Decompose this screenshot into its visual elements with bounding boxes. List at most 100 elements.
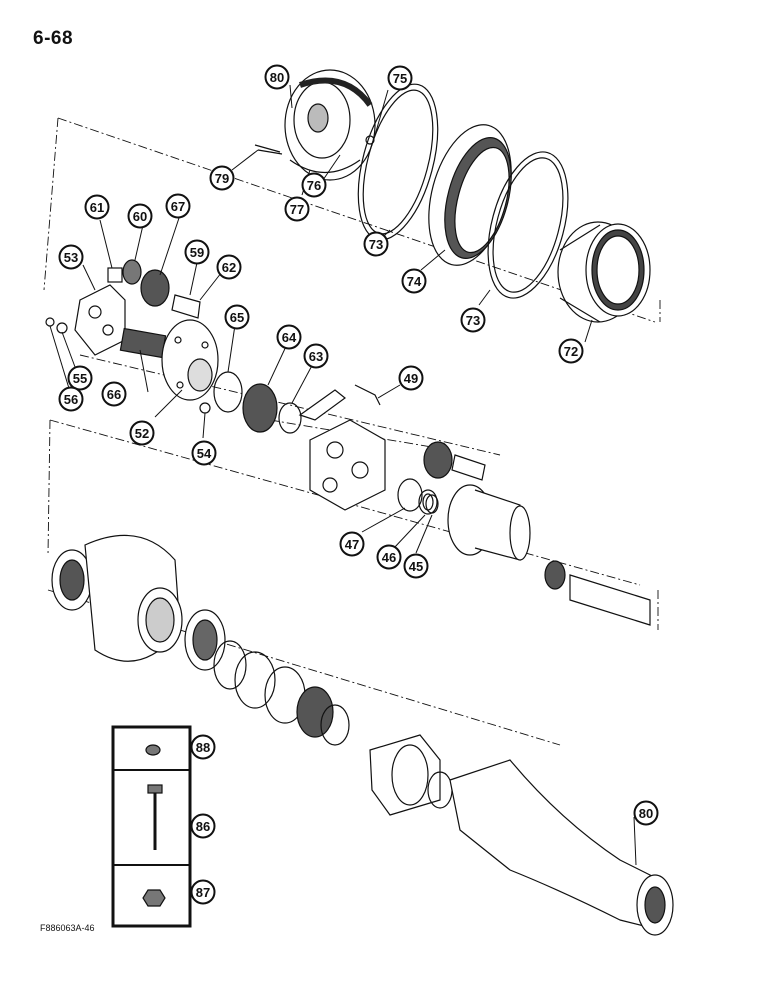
callout-49: 49 [398, 365, 424, 391]
hardware-box [111, 725, 192, 928]
callout-number: 75 [393, 71, 407, 86]
callout-number: 63 [309, 349, 323, 364]
callout-number: 55 [73, 371, 87, 386]
callout-number: 53 [64, 250, 78, 265]
washer-part-56 [45, 317, 55, 327]
splined-shaft-part-66 [119, 327, 167, 359]
callout-number: 56 [64, 392, 78, 407]
callout-66: 66 [101, 381, 127, 407]
spindle [447, 484, 531, 561]
callout-87: 87 [190, 879, 216, 905]
callout-65: 65 [224, 304, 250, 330]
callout-73-upper: 73 [363, 231, 389, 257]
ring-gear-part-72 [557, 221, 651, 323]
callout-79: 79 [209, 165, 235, 191]
washer-part-55 [56, 322, 68, 334]
planet-carrier-assembly [298, 389, 386, 511]
callout-54: 54 [191, 440, 217, 466]
carrier-bracket-part-53 [74, 284, 126, 356]
callout-80: 80 [264, 64, 290, 90]
callout-number: 61 [90, 200, 104, 215]
callout-75: 75 [387, 65, 413, 91]
ring-part-45 [425, 494, 439, 514]
gear-part-64 [242, 383, 278, 433]
planet-gear-right [423, 441, 453, 479]
callout-72: 72 [558, 338, 584, 364]
callouts: 80 75 79 76 77 73 74 73 72 61 60 67 59 6… [58, 64, 659, 905]
gear-part-67 [140, 269, 170, 307]
washer-part-61 [107, 267, 123, 283]
seal-ring-3 [320, 704, 350, 746]
callout-86: 86 [190, 813, 216, 839]
callout-number: 54 [197, 446, 212, 461]
callout-number: 74 [407, 274, 422, 289]
callout-55: 55 [67, 365, 93, 391]
callout-number: 64 [282, 330, 297, 345]
bearing-cone [296, 686, 334, 738]
callout-number: 88 [196, 740, 210, 755]
hub-flange-part-52 [161, 319, 219, 401]
wheel-hub [51, 534, 183, 662]
callout-56: 56 [58, 386, 84, 412]
callout-number: 79 [215, 171, 229, 186]
callout-74: 74 [401, 268, 427, 294]
callout-52: 52 [129, 420, 155, 446]
bolt-part-54 [199, 402, 211, 414]
callout-number: 60 [133, 209, 147, 224]
callout-60: 60 [127, 203, 153, 229]
callout-number: 66 [107, 387, 121, 402]
snap-ring-part-65 [213, 371, 243, 413]
pin-part-59 [171, 294, 201, 319]
callout-47: 47 [339, 531, 365, 557]
callout-number: 52 [135, 426, 149, 441]
callout-77: 77 [284, 196, 310, 222]
callout-number: 62 [222, 260, 236, 275]
seal-ring-1 [213, 640, 247, 690]
callout-73-lower: 73 [460, 307, 486, 333]
callout-53: 53 [58, 244, 84, 270]
page-number: 6-68 [33, 28, 74, 49]
callout-number: 73 [369, 237, 383, 252]
planet-pin-right [451, 454, 486, 481]
bearing-part-47 [397, 478, 423, 512]
callout-number: 49 [404, 371, 418, 386]
callout-number: 65 [230, 310, 244, 325]
bearing-part-60 [122, 259, 142, 285]
callout-46: 46 [376, 544, 402, 570]
callout-88: 88 [190, 734, 216, 760]
callout-76: 76 [301, 172, 327, 198]
bracket-part-49 [354, 384, 381, 406]
callout-number: 80 [270, 70, 284, 85]
callout-number: 73 [466, 313, 480, 328]
axle-shaft [569, 574, 651, 626]
ring-part-46 [418, 489, 438, 515]
axle-housing [369, 734, 674, 936]
carrier-cover-part-77 [284, 69, 376, 181]
washer-part-88 [145, 744, 161, 756]
callout-80-lower: 80 [633, 800, 659, 826]
callout-number: 77 [290, 202, 304, 217]
figure-code: F886063A-46 [40, 923, 95, 933]
nut-part-87 [142, 889, 166, 907]
callout-45: 45 [403, 553, 429, 579]
callout-number: 46 [382, 550, 396, 565]
ring-gear-hub-part-74 [428, 124, 512, 266]
callout-64: 64 [276, 324, 302, 350]
sun-gear [544, 560, 566, 590]
callout-number: 67 [171, 199, 185, 214]
callout-number: 86 [196, 819, 210, 834]
callout-59: 59 [184, 239, 210, 265]
callout-number: 72 [564, 344, 578, 359]
callout-67: 67 [165, 193, 191, 219]
callout-63: 63 [303, 343, 329, 369]
washer-part-63 [278, 402, 302, 434]
bearing-cup [234, 651, 276, 709]
callout-61: 61 [84, 194, 110, 220]
callout-number: 45 [409, 559, 423, 574]
callout-number: 59 [190, 245, 204, 260]
callout-number: 47 [345, 537, 359, 552]
pin-part-79 [254, 144, 283, 155]
gasket-part-73-lower [487, 151, 569, 299]
